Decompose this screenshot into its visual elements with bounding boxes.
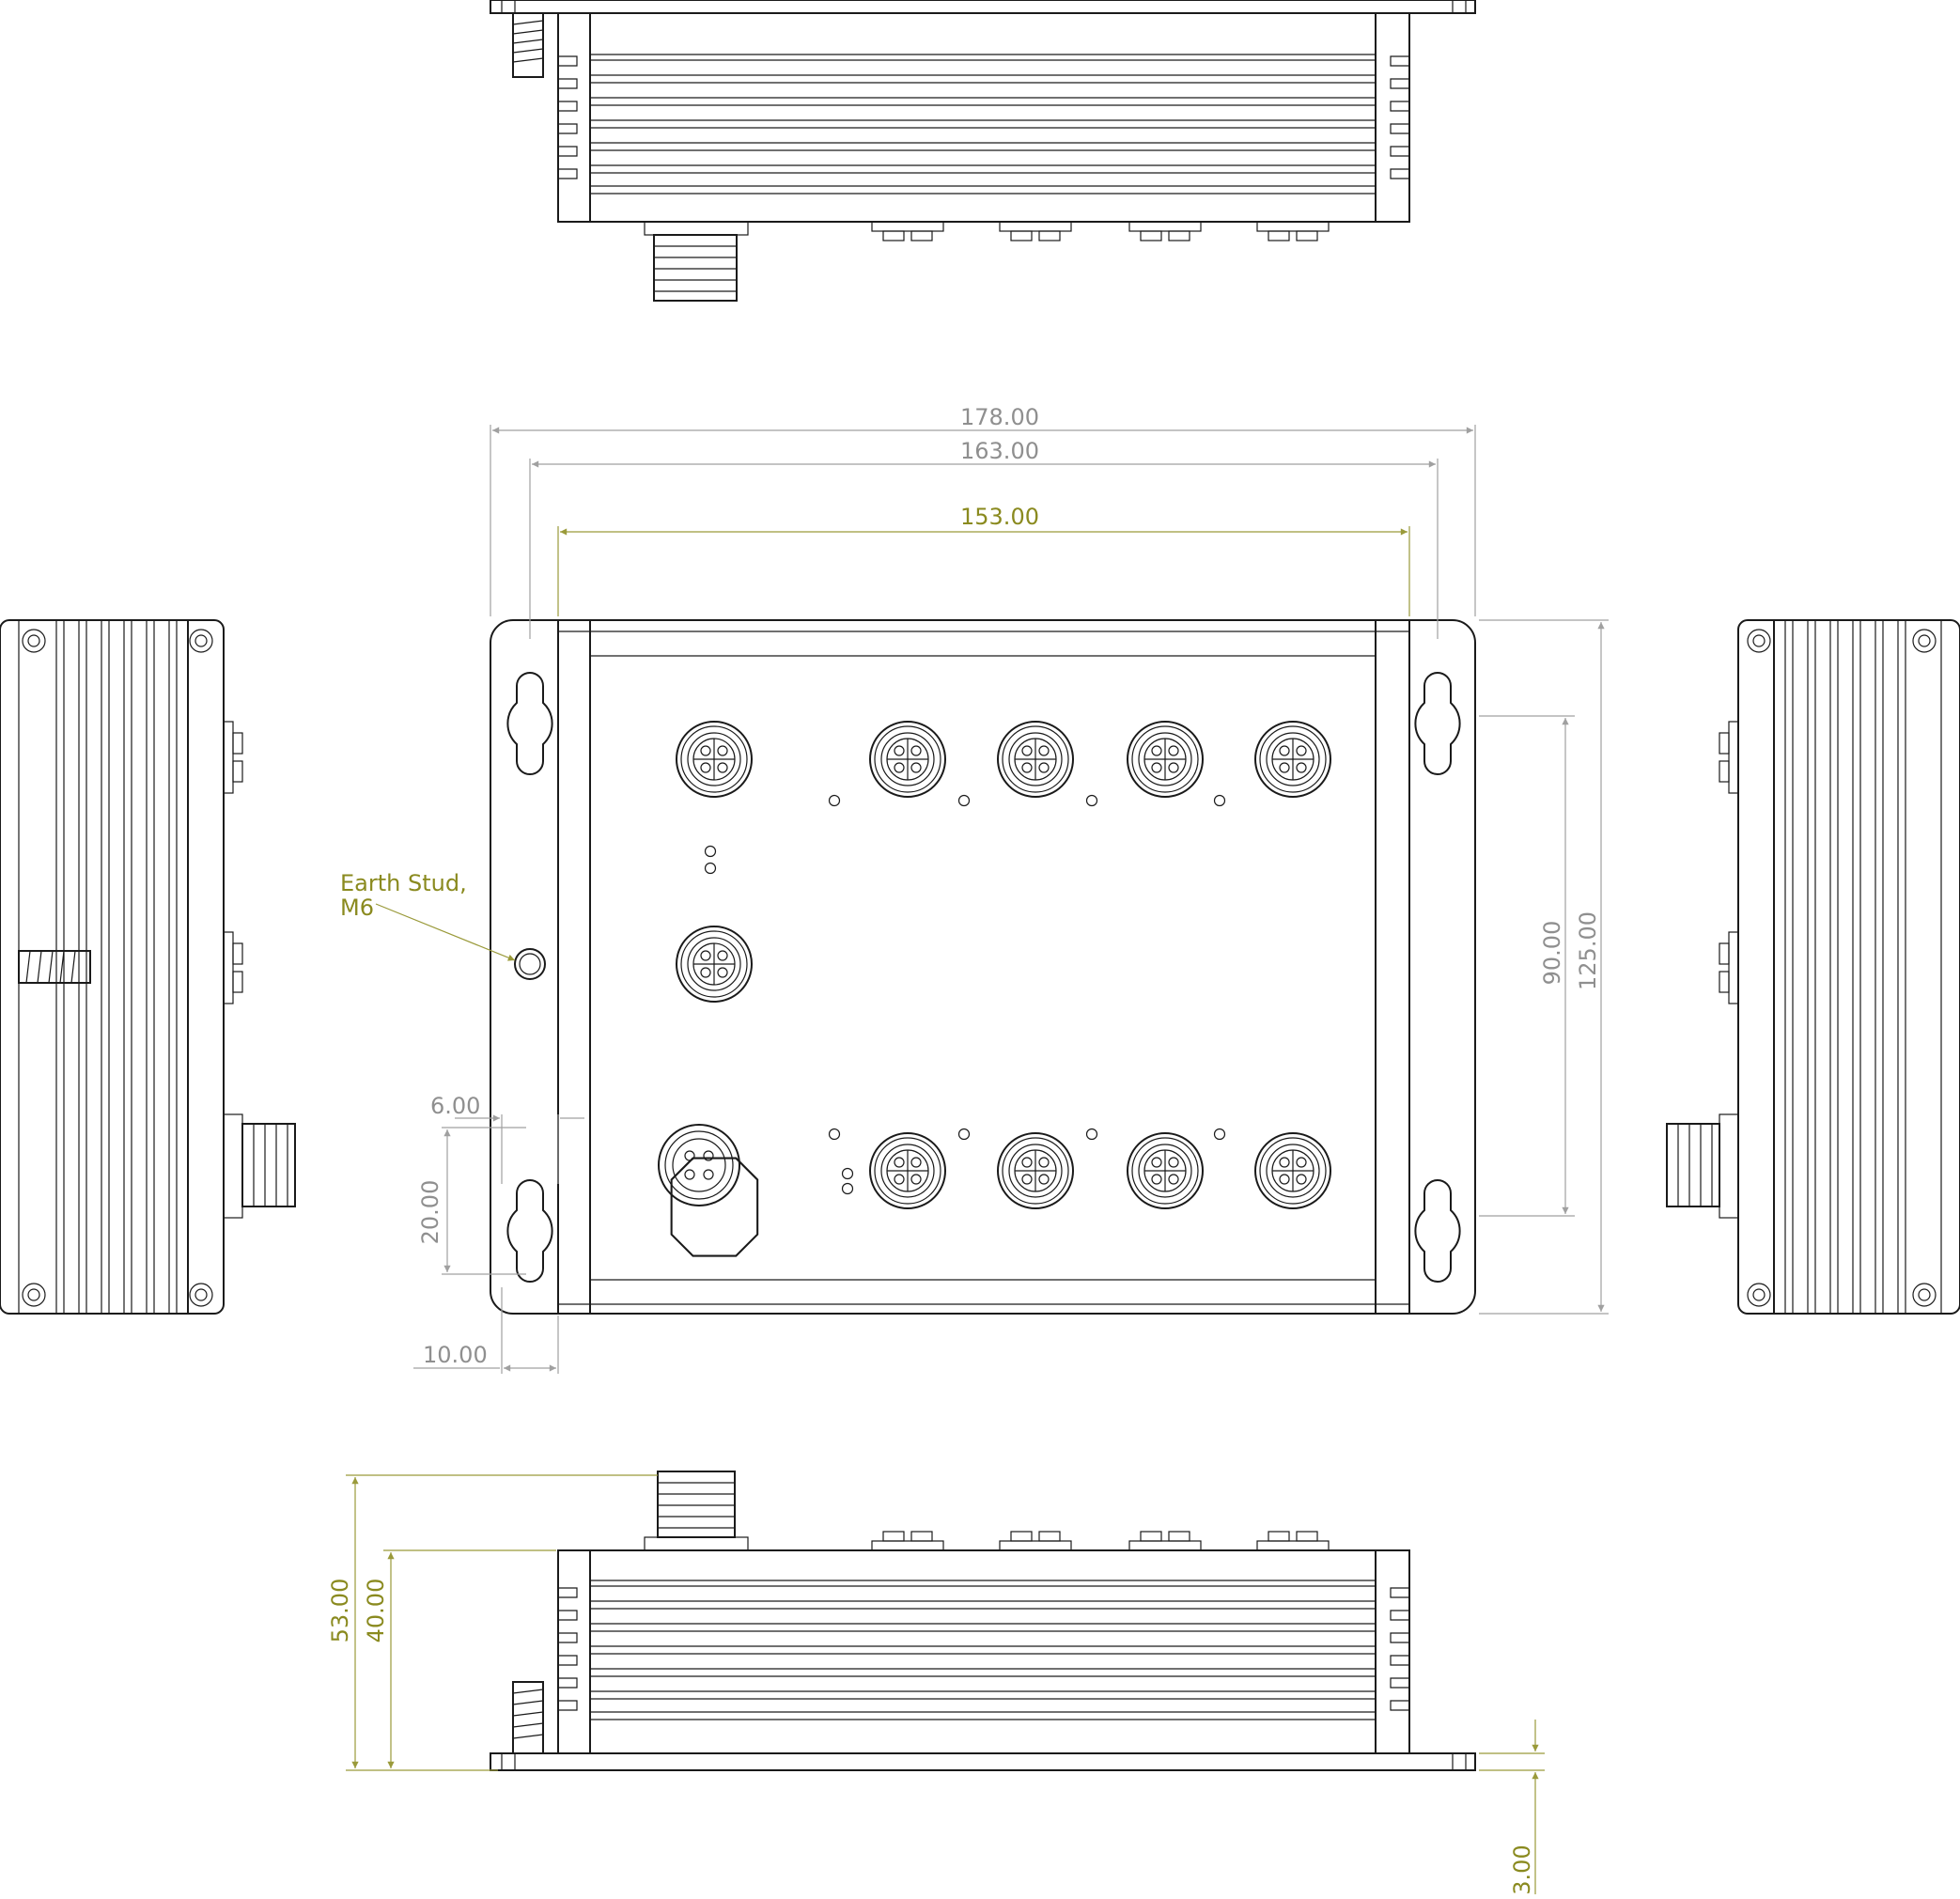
m12-connector-icon [997, 721, 1074, 798]
power-connector-icon [658, 1124, 759, 1257]
m12-connector-icon [676, 721, 753, 798]
mounting-slot-bottom-left [506, 1179, 553, 1283]
m12-connector-icon [1254, 1132, 1331, 1209]
earth-stud-label-line1: Earth Stud, [340, 870, 467, 896]
mounting-slot-top-left [506, 672, 553, 775]
m12-connector-icon [869, 721, 946, 798]
dim-flange-thickness: 3.00 [1509, 1845, 1535, 1894]
m12-connector-icon [869, 1132, 946, 1209]
dim-overall-height: 125.00 [1575, 911, 1601, 990]
dimension-lines [346, 425, 1609, 1894]
mounting-slot-bottom-right [1414, 1179, 1461, 1283]
earth-stud-label-line2: M6 [340, 895, 374, 921]
dim-hole-spacing-width: 163.00 [960, 438, 1039, 464]
dim-body-width: 153.00 [960, 504, 1039, 530]
top-view [490, 0, 1476, 302]
dim-flange-width: 10.00 [423, 1342, 488, 1368]
dim-overall-width: 178.00 [960, 404, 1039, 430]
dim-hole-offset: 6.00 [430, 1093, 480, 1119]
dim-slot-length: 20.00 [417, 1180, 443, 1245]
m12-connector-icon [1254, 721, 1331, 798]
dim-total-depth: 53.00 [327, 1579, 353, 1643]
led-indicator-icon [704, 794, 1226, 1195]
mounting-slot-top-right [1414, 672, 1461, 775]
right-side-view [1666, 619, 1960, 1315]
left-side-view [0, 619, 296, 1315]
m12-connector-icon [997, 1132, 1074, 1209]
bottom-view [490, 1471, 1476, 1771]
front-view [490, 619, 1476, 1315]
m12-connector-icon [1127, 721, 1204, 798]
m12-connector-icon [676, 926, 753, 1003]
earth-stud-icon [514, 948, 546, 980]
m12-connector-icon [1127, 1132, 1204, 1209]
dim-hole-spacing-height: 90.00 [1539, 921, 1565, 986]
dim-body-depth: 40.00 [363, 1579, 389, 1643]
